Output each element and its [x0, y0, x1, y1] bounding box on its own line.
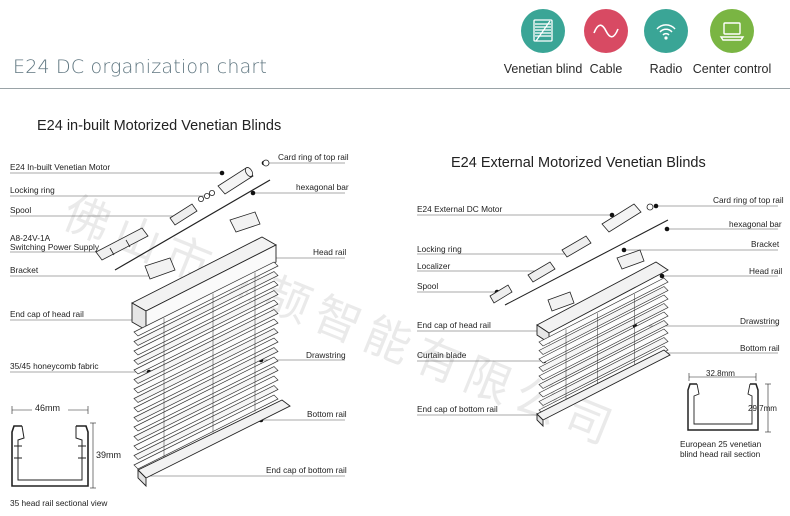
label-right-motor: E24 External DC Motor	[417, 204, 503, 214]
slat	[538, 294, 669, 364]
slat	[133, 375, 279, 451]
right-section-caption-1: European 25 venetian	[680, 439, 762, 449]
label-left-drawstring: Drawstring	[306, 350, 346, 360]
right-section-title: E24 External Motorized Venetian Blinds	[451, 155, 706, 171]
page-title: E24 DC organization chart	[13, 56, 268, 78]
slat	[133, 385, 279, 460]
slat	[133, 309, 279, 384]
label-left-end-cap-head: End cap of head rail	[10, 309, 84, 319]
slat	[133, 318, 279, 394]
label-left-head-rail: Head rail	[313, 247, 347, 257]
slat	[538, 277, 669, 347]
slat	[133, 347, 279, 422]
label-right-curtain-blade: Curtain blade	[417, 350, 467, 360]
right-section-width: 32.8mm	[706, 369, 735, 378]
slat	[538, 311, 669, 381]
category-venetian-blind: Venetian blind	[504, 0, 582, 76]
slat	[133, 271, 279, 346]
label-right-hex-bar: hexagonal bar	[729, 219, 782, 229]
slat	[133, 356, 279, 432]
label-right-locking-ring: Locking ring	[417, 244, 462, 254]
label-right-end-cap-bottom: End cap of bottom rail	[417, 404, 498, 414]
category-radio: Radio	[640, 0, 692, 76]
slat	[133, 328, 279, 403]
label-left-bottom-rail: Bottom rail	[307, 409, 347, 419]
label-left-bracket: Bracket	[10, 265, 39, 275]
slat	[133, 280, 279, 356]
label-left-locking-ring: Locking ring	[10, 185, 55, 195]
label-right-end-cap-head: End cap of head rail	[417, 320, 491, 330]
slat	[538, 320, 669, 389]
slat	[133, 299, 279, 375]
laptop-icon	[710, 9, 754, 53]
slat	[133, 366, 279, 441]
slat	[538, 286, 669, 355]
slat	[538, 303, 669, 372]
left-blind	[10, 159, 345, 488]
label-right-localizer: Localizer	[417, 261, 451, 271]
slat	[133, 394, 279, 470]
venetian-blind-icon	[521, 9, 565, 53]
slat	[133, 261, 279, 337]
label-left-power-1: A8-24V-1A	[10, 233, 51, 243]
label-left-hex-bar: hexagonal bar	[296, 182, 349, 192]
left-section-view	[11, 406, 96, 489]
category-cable: Cable	[580, 0, 632, 76]
category-label: Center control	[692, 62, 772, 76]
left-section-caption: 35 head rail sectional view	[10, 498, 108, 508]
radio-signal-icon	[644, 9, 688, 53]
category-label: Cable	[589, 62, 623, 76]
label-left-motor: E24 In-built Venetian Motor	[10, 162, 111, 172]
label-right-drawstring: Drawstring	[740, 316, 780, 326]
category-label: Radio	[649, 62, 683, 76]
right-section-caption-2: blind head rail section	[680, 449, 761, 459]
label-left-power-2: Switching Power Supply	[10, 242, 100, 252]
cable-wave-icon	[584, 9, 628, 53]
slat	[538, 337, 669, 406]
left-blind-slats	[133, 261, 279, 470]
label-right-head-rail: Head rail	[749, 266, 783, 276]
slat	[133, 290, 279, 365]
slat	[133, 337, 279, 413]
left-section-width: 46mm	[35, 403, 61, 413]
category-center-control: Center control	[693, 0, 771, 76]
right-section-view	[687, 373, 771, 433]
label-right-spool: Spool	[417, 281, 439, 291]
header-divider	[0, 88, 790, 89]
slat	[538, 328, 669, 398]
left-section-title: E24 in-built Motorized Venetian Blinds	[37, 118, 282, 134]
label-left-card-ring: Card ring of top rail	[278, 152, 349, 162]
category-label: Venetian blind	[503, 62, 583, 76]
right-section-height: 29.7mm	[748, 404, 777, 413]
label-right-bracket: Bracket	[751, 239, 780, 249]
label-right-card-ring: Card ring of top rail	[713, 195, 784, 205]
right-blind	[417, 203, 778, 428]
label-right-bottom-rail: Bottom rail	[740, 343, 780, 353]
label-left-fabric: 35/45 honeycomb fabric	[10, 361, 99, 371]
left-section-height: 39mm	[96, 450, 122, 460]
label-left-end-cap-bottom: End cap of bottom rail	[266, 465, 347, 475]
label-left-spool: Spool	[10, 205, 32, 215]
